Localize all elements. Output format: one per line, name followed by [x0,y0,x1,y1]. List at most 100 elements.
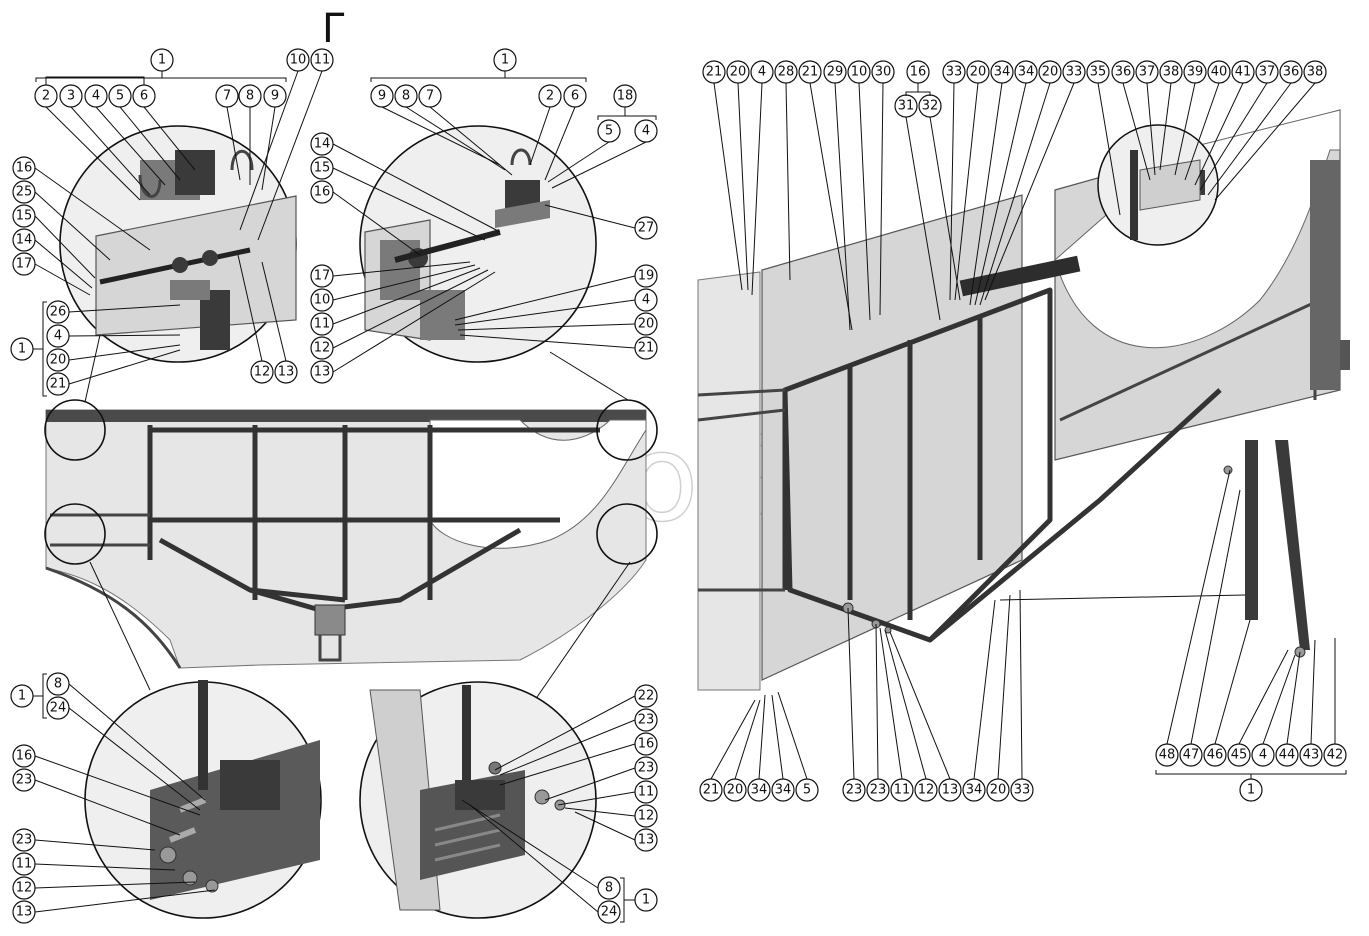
leader-line [1310,639,1316,745]
callout-number: 17 [16,257,33,272]
callout-number: 21 [638,341,655,356]
leader-line [34,167,151,251]
callout-12: 12 [634,804,658,828]
leader-line [557,791,636,806]
callout-number: 13 [314,365,331,380]
callout-47: 47 [1179,743,1203,767]
callout-number: 8 [605,881,613,896]
leader-line [237,254,263,362]
callout-number: 12 [16,881,33,896]
leader-line [544,106,576,181]
leader-line [34,239,93,289]
leader-line [261,261,287,362]
callout-19: 19 [634,264,658,288]
right-bottom-assembly: 1 [1239,778,1263,802]
leader-line [34,889,216,913]
callout-number: 29 [827,65,844,80]
callout-number: 34 [1018,65,1035,80]
callout-34: 34 [771,778,795,802]
callout-11: 11 [890,778,914,802]
callout-8: 8 [394,84,418,108]
leader-line [809,82,853,331]
leader-line [34,755,201,816]
callout-number: 7 [426,89,434,104]
leader-line [332,271,496,373]
callout-20: 20 [634,312,658,336]
callout-32: 32 [918,94,942,118]
callout-number: 32 [922,99,939,114]
callout-number: 21 [703,783,720,798]
right-exploded-view [697,109,1350,691]
leader-line [405,106,506,171]
zoom-circle-top-left [44,399,106,461]
callout-28: 28 [774,60,798,84]
callout-10: 10 [310,288,334,312]
callout-22: 22 [634,684,658,708]
callout-26: 26 [46,300,70,324]
callout-number: 5 [116,89,124,104]
callout-38: 38 [1303,60,1327,84]
callout-number: 24 [50,701,67,716]
callout-number: 4 [758,65,766,80]
leader-line [547,141,610,183]
leader-line [332,267,481,325]
callout-45: 45 [1227,743,1251,767]
callout-5: 5 [597,119,621,143]
leader-line [1286,651,1301,745]
callout-number: 13 [16,905,33,920]
leader-line [929,116,961,301]
callout-15: 15 [12,204,36,228]
callout-5: 5 [795,778,819,802]
callout-number: 5 [605,124,613,139]
callout-number: 3 [67,89,75,104]
bottom-left-assembly: 1 [10,684,34,708]
callout-42: 42 [1323,743,1347,767]
leader-line [332,269,489,349]
callout-number: 17 [314,269,331,284]
leader-line [68,334,181,337]
callout-number: 4 [92,89,100,104]
leader-line [332,264,476,301]
leader-line [879,627,903,780]
leader-line [1194,82,1244,186]
callout-23: 23 [842,778,866,802]
leader-line [332,261,471,277]
callout-number: 34 [751,783,768,798]
callout-number: 23 [846,783,863,798]
undefined-item: 2 [34,84,58,108]
leader-line [34,881,196,889]
callout-number: 1 [18,689,26,704]
callout-number: 10 [290,53,307,68]
callout-number: 8 [246,89,254,104]
leader-line [1166,469,1231,745]
callout-number: 47 [1183,748,1200,763]
callout-number: 43 [1303,748,1320,763]
callout-number: 13 [638,833,655,848]
callout-37: 37 [1135,60,1159,84]
leader-line [68,707,201,811]
callout-number: 38 [1163,65,1180,80]
callout-20: 20 [723,778,747,802]
callout-number: 20 [730,65,747,80]
leader-line [997,594,1011,780]
leader-line [381,106,501,166]
callout-number: 12 [638,809,655,824]
leader-line [1184,82,1220,181]
undefined-item: 3 [59,84,83,108]
callout-4: 4 [750,60,774,84]
callout-16: 16 [12,156,36,180]
callout-23: 23 [12,768,36,792]
callout-7: 7 [418,84,442,108]
leader-line [34,779,181,836]
callout-20: 20 [966,60,990,84]
leader-line [1207,82,1292,196]
callout-13: 13 [938,778,962,802]
callout-number: 1 [158,53,166,68]
callout-number: 12 [314,341,331,356]
leader-line [239,70,299,231]
callout-44: 44 [1275,743,1299,767]
callout-48: 48 [1155,743,1179,767]
leader-line [261,106,276,191]
leader-line [879,82,884,316]
